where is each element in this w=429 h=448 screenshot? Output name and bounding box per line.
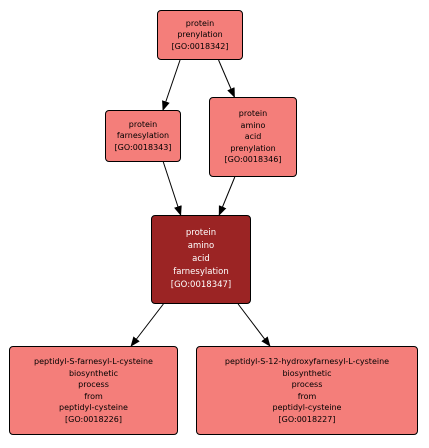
node-label-line: acid (244, 132, 262, 142)
node-label-line: protein (128, 119, 158, 129)
node-label-line: farnesylation (116, 131, 170, 141)
node-label-line: amino (187, 241, 215, 251)
node-peptidyl-s-12-hydroxyfarnesyl-l-cysteine-biosynthesis[interactable]: peptidyl-S-12-hydroxyfarnesyl-L-cysteine… (196, 346, 418, 435)
node-go-id: [GO:0018343] (114, 142, 172, 152)
node-peptidyl-s-farnesyl-l-cysteine-biosynthesis[interactable]: peptidyl-S-farnesyl-L-cysteine biosynthe… (9, 346, 178, 435)
node-label-line: peptidyl-S-12-hydroxyfarnesyl-L-cysteine (224, 357, 390, 366)
edge-prenylation-to-farnesylation (162, 59, 181, 111)
node-label-line: biosynthetic (68, 368, 119, 378)
node-label-line: protein (185, 18, 215, 28)
node-label-line: farnesylation (173, 267, 229, 277)
node-go-id: [GO:0018342] (171, 41, 229, 51)
node-label-line: acid (192, 254, 210, 264)
node-protein-farnesylation[interactable]: protein farnesylation [GO:0018343] (105, 110, 181, 162)
node-label-line: biosynthetic (282, 368, 332, 378)
edge-farnesylation-to-aa_farnesylation (162, 161, 182, 216)
node-label-line: prenylation (230, 143, 276, 153)
node-label-line: protein (238, 109, 268, 119)
edge-prenylation-to-aa_prenylation (218, 59, 235, 98)
node-go-id: [GO:0018346] (224, 155, 282, 165)
node-go-id: [GO:0018227] (278, 414, 336, 424)
node-label-line: peptidyl-cysteine (59, 403, 128, 412)
node-label-line: protein (185, 228, 217, 238)
node-label-line: peptidyl-S-farnesyl-L-cysteine (34, 357, 153, 366)
edge-aa_farnesylation-to-peptidyl_hydroxy (237, 303, 271, 347)
node-label-line: from (297, 391, 317, 401)
node-label-line: prenylation (177, 30, 223, 40)
node-go-id: [GO:0018347] (170, 280, 232, 290)
edge-aa_prenylation-to-aa_farnesylation (218, 176, 236, 216)
edge-aa_farnesylation-to-peptidyl_farnesyl (130, 303, 164, 347)
node-protein-amino-acid-farnesylation[interactable]: protein amino acid farnesylation [GO:001… (151, 215, 251, 304)
node-label-line: process (78, 380, 109, 389)
node-protein-amino-acid-prenylation[interactable]: protein amino acid prenylation [GO:00183… (209, 97, 297, 177)
node-label-line: peptidyl-cysteine (272, 403, 342, 412)
node-go-id: [GO:0018226] (65, 414, 122, 424)
node-label-line: from (84, 391, 103, 401)
node-label-line: process (291, 380, 323, 389)
node-protein-prenylation[interactable]: protein prenylation [GO:0018342] (157, 10, 243, 60)
node-label-line: amino (240, 120, 266, 130)
